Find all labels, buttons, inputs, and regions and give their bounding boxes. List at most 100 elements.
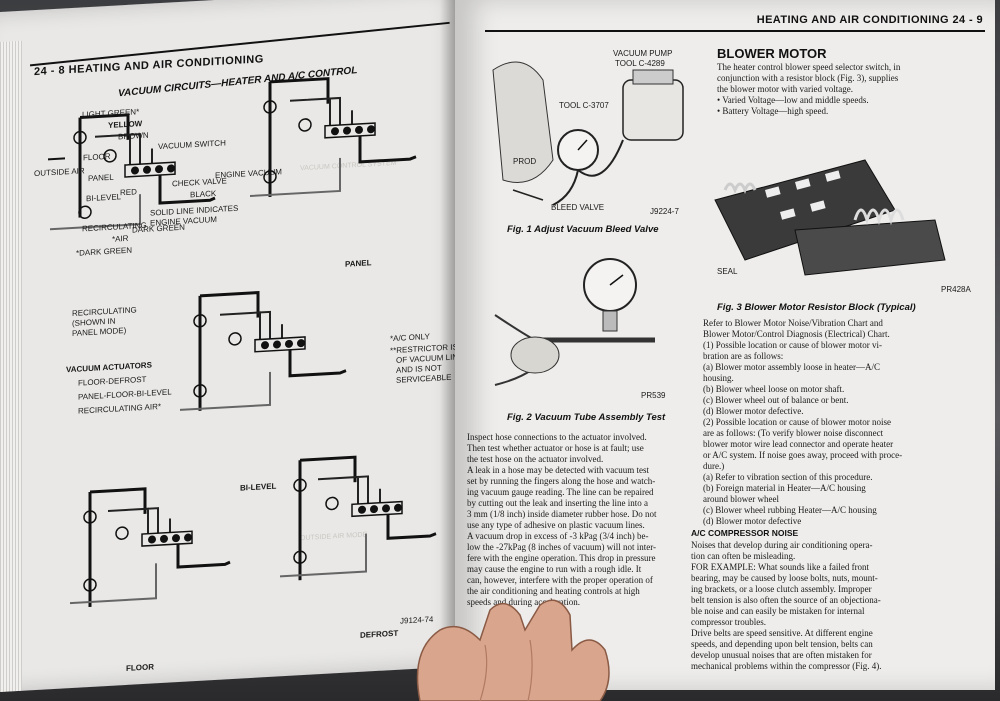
text-line: compressor troubles. <box>691 617 766 627</box>
text-line: low the -27kPag (8 inches of vacuum) wil… <box>467 542 657 552</box>
fig1-ref: J9224-7 <box>650 207 679 216</box>
text-line: belt tension is also often the source of… <box>691 595 881 605</box>
text-line: mechanical problems within the compresso… <box>691 661 882 671</box>
legend-ac-only: *A/C ONLY <box>390 331 430 344</box>
text-line: (c) Blower wheel rubbing Heater—A/C hous… <box>703 505 877 515</box>
text-line: ing vacuum gauge reading. The line can b… <box>467 487 654 497</box>
fig3-illustration <box>714 159 946 276</box>
label-air: *AIR <box>112 233 129 244</box>
text-line: housing. <box>703 373 734 383</box>
blower-intro-paragraph: The heater control blower speed selector… <box>717 62 900 117</box>
text-line: (c) Blower wheel out of balance or bent. <box>703 395 849 405</box>
text-line: the air conditioning and heating control… <box>467 586 640 596</box>
fig1-label-tool-c4289: TOOL C-4289 <box>615 59 665 68</box>
text-line: the test hose on the actuator involved. <box>467 454 604 464</box>
text-line: • Battery Voltage—high speed. <box>717 106 829 116</box>
text-line: blower motor wire lead connector and ope… <box>703 439 894 449</box>
text-line: Blower Motor/Control Diagnosis (Electric… <box>703 329 890 339</box>
mode-label-defrost: DEFROST <box>360 628 399 640</box>
text-line: (a) Refer to vibration section of this p… <box>703 472 873 482</box>
text-line: (a) Blower motor assembly loose in heate… <box>703 362 880 372</box>
text-line: (d) Blower motor defective. <box>703 406 804 416</box>
text-line: speeds, and depending upon belt tension,… <box>691 639 873 649</box>
text-line: (b) Blower wheel loose on motor shaft. <box>703 384 845 394</box>
text-line: the blower motor with varied voltage. <box>717 84 853 94</box>
text-line: may cause the engine to run with a rough… <box>467 564 642 574</box>
blower-motor-heading: BLOWER MOTOR <box>717 46 827 61</box>
vacuum-diagram-1 <box>48 113 216 231</box>
text-line: can, however, interfere with the proper … <box>467 575 653 585</box>
vacuum-diagram-3 <box>180 290 347 411</box>
fig1-label-vacuum-pump: VACUUM PUMP <box>613 49 673 58</box>
vacuum-diagram-2 <box>250 77 417 198</box>
compressor-noise-heading: A/C COMPRESSOR NOISE <box>691 528 799 538</box>
header-rule <box>485 30 985 32</box>
text-line: by cutting out the leak and inserting th… <box>467 498 648 508</box>
legend-actuator-2: PANEL-FLOOR-BI-LEVEL <box>78 387 172 402</box>
fig2-caption: Fig. 2 Vacuum Tube Assembly Test <box>507 412 666 423</box>
fig3-caption: Fig. 3 Blower Motor Resistor Block (Typi… <box>717 302 916 313</box>
text-line: Then test whether actuator or hose is at… <box>467 443 644 453</box>
legend-actuators-title: VACUUM ACTUATORS <box>66 360 152 375</box>
text-line: develop unusual noises that are often mi… <box>691 650 872 660</box>
label-brown: BROWN <box>118 130 149 142</box>
page-edges <box>0 40 22 692</box>
label-panel: PANEL <box>88 172 114 184</box>
vacuum-diagram-5 <box>280 455 437 581</box>
text-line: A leak in a hose may be detected with va… <box>467 465 649 475</box>
left-page: 24 - 8 HEATING AND AIR CONDITIONING VACU… <box>0 0 470 693</box>
text-line: around blower wheel <box>703 494 779 504</box>
legend-actuator-3: RECIRCULATING AIR* <box>78 401 161 416</box>
hand-holding-page <box>416 599 610 701</box>
text-line: bration are as follows: <box>703 351 784 361</box>
fig1-illustration <box>492 61 684 206</box>
right-page-header: HEATING AND AIR CONDITIONING 24 - 9 <box>756 14 983 26</box>
text-line: set by running the fingers along the hos… <box>467 476 656 486</box>
text-line: The heater control blower speed selector… <box>717 62 901 72</box>
text-line: FOR EXAMPLE: What sounds like a failed f… <box>691 562 870 572</box>
text-line: dure.) <box>703 461 725 471</box>
mode-label-panel: PANEL <box>345 258 372 269</box>
text-line: (b) Foreign material in Heater—A/C housi… <box>703 483 866 493</box>
mode-label-floor: FLOOR <box>126 662 154 673</box>
text-line: A vacuum drop in excess of -3 kPag (3/4 … <box>467 531 649 541</box>
blower-diagnosis-paragraph: Refer to Blower Motor Noise/Vibration Ch… <box>703 318 902 527</box>
text-line: Noises that develop during air condition… <box>691 540 873 550</box>
right-page: HEATING AND AIR CONDITIONING 24 - 9 VACU… <box>455 0 995 690</box>
label-floor: FLOOR <box>83 151 111 163</box>
fig2-illustration <box>494 258 655 386</box>
label-black: BLACK <box>190 188 217 200</box>
text-line: ing brackets, or a loose clutch assembly… <box>691 584 872 594</box>
text-line: 3 mm (1/8 inch) inside diameter rubber h… <box>467 509 657 519</box>
text-line: fere with the engine operation. This dro… <box>467 553 656 563</box>
fig1-label-bleed-valve: BLEED VALVE <box>551 203 605 212</box>
text-line: conjunction with a resistor block (Fig. … <box>717 73 899 83</box>
text-line: are as follows: (To verify blower noise … <box>703 428 884 438</box>
text-line: tion can often be misleading. <box>691 551 796 561</box>
text-line: (2) Possible location or cause of blower… <box>703 417 891 427</box>
text-line: bearing, may be caused by loose bolts, n… <box>691 573 878 583</box>
text-line: Inspect hose connections to the actuator… <box>467 432 647 442</box>
text-line: speeds and during acceleration. <box>467 597 580 607</box>
text-line: Drive belts are speed sensitive. At diff… <box>691 628 873 638</box>
text-line: (1) Possible location or cause of blower… <box>703 340 882 350</box>
fig1-caption: Fig. 1 Adjust Vacuum Bleed Valve <box>507 224 659 235</box>
text-line: • Varied Voltage—low and middle speeds. <box>717 95 869 105</box>
fig1-label-prod: PROD <box>513 157 537 166</box>
fig3-ref: PR428A <box>941 285 971 294</box>
label-red: RED <box>120 187 137 198</box>
text-line: ble noise and can easily be mistaken for… <box>691 606 865 616</box>
text-line: or A/C system. If noise goes away, proce… <box>703 450 903 460</box>
legend-recirc-3: PANEL MODE) <box>72 325 127 338</box>
fig3-label-seal: SEAL <box>717 267 738 276</box>
text-line: use any type of adhesive on plastic vacu… <box>467 520 645 530</box>
fig1-label-tool-c3707: TOOL C-3707 <box>559 101 609 110</box>
text-line: Refer to Blower Motor Noise/Vibration Ch… <box>703 318 883 328</box>
vacuum-test-paragraph: Inspect hose connections to the actuator… <box>467 432 656 608</box>
legend-actuator-1: FLOOR-DEFROST <box>78 374 147 388</box>
fig2-ref: PR539 <box>641 391 666 400</box>
vacuum-diagram-4 <box>70 487 231 608</box>
text-line: (d) Blower motor defective <box>703 516 802 526</box>
compressor-noise-paragraph: Noises that develop during air condition… <box>691 540 881 672</box>
